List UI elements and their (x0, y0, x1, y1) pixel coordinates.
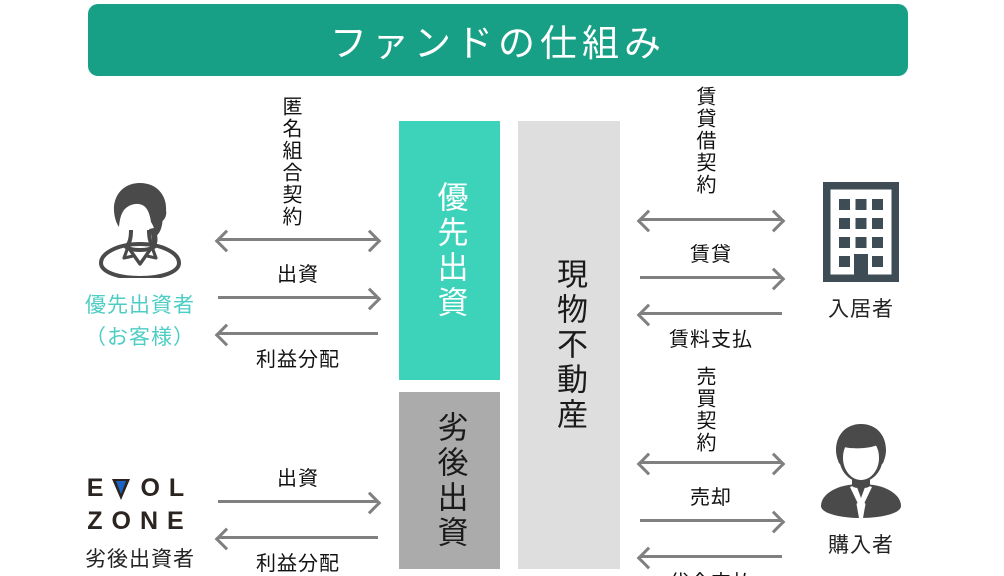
flow-label-sales-contract: 売買契約 (693, 366, 715, 454)
arrowhead-right-icon (358, 229, 382, 252)
flow-arrow-lease-agreement (636, 209, 786, 232)
businessman-avatar-icon (811, 418, 911, 523)
flow-label-profit-distribution-sub: 利益分配 (256, 553, 340, 575)
actor-senior-investor-sublabel: （お客様） (85, 326, 195, 349)
flow-label-rental: 賃貸 (690, 244, 732, 266)
evol-letter-v-triangle-icon (112, 476, 131, 501)
apartment-building-icon (821, 180, 901, 287)
arrowhead-left-icon (636, 209, 660, 232)
flow-arrow-rental: 賃貸 (640, 244, 786, 290)
flow-label-sale: 売却 (690, 487, 732, 509)
flow-label-profit-distribution: 利益分配 (256, 349, 340, 371)
evol-letter-e: E (86, 474, 113, 502)
flow-label-lease-agreement: 賃貸借契約 (693, 86, 715, 196)
flow-arrow-sale: 売却 (640, 487, 786, 533)
flow-arrow-investment: 出資 (218, 264, 382, 310)
woman-avatar-icon (88, 178, 192, 283)
fund-box-property-label: 現物不動産 (551, 257, 587, 433)
actor-senior-investor-label: 優先出資者 (85, 294, 195, 317)
arrowhead-left-icon (214, 229, 238, 252)
flow-arrow-profit-distribution-sub: 利益分配 (214, 527, 378, 575)
arrowhead-right-icon (358, 287, 382, 310)
actor-tenant: 入居者 (786, 180, 936, 323)
evolzone-logo: E OL ZONE (87, 476, 193, 534)
fund-box-senior-label: 優先出資 (432, 180, 468, 321)
arrowhead-right-icon (762, 510, 786, 533)
actor-buyer-label: 購入者 (828, 534, 894, 557)
flow-arrow-rent-payment: 賃料支払 (636, 303, 782, 351)
flow-label-anonymous-partnership-agreement: 匿名組合契約 (279, 96, 301, 228)
flow-arrow-sales-contract (636, 452, 786, 475)
page-title: ファンドの仕組み (330, 23, 666, 64)
fund-box-subordinate-investment: 劣後出資 (399, 392, 500, 569)
flow-label-price-payment: 代金支払 (640, 566, 782, 576)
actor-tenant-label: 入居者 (828, 298, 894, 321)
flow-arrow-price-payment: 代金支払 (636, 546, 782, 576)
arrowhead-right-icon (762, 267, 786, 290)
actor-buyer: 購入者 (786, 418, 936, 559)
arrowhead-right-icon (762, 209, 786, 232)
actor-senior-investor: 優先出資者 （お客様） (64, 178, 216, 351)
evolzone-logo-line-1: E OL (87, 476, 193, 501)
flow-label-investment: 出資 (277, 264, 319, 286)
arrowhead-right-icon (762, 452, 786, 475)
actor-subordinate-investor: E OL ZONE 劣後出資者 (64, 476, 216, 573)
evol-letters-ol: OL (140, 474, 194, 502)
arrowhead-right-icon (358, 491, 382, 514)
flow-label-rent-payment: 賃料支払 (669, 329, 753, 351)
flow-arrow-investment-sub: 出資 (218, 468, 382, 514)
fund-box-physical-real-estate: 現物不動産 (518, 121, 620, 569)
arrowhead-left-icon (636, 452, 660, 475)
page-title-banner: ファンドの仕組み (88, 4, 908, 76)
flow-label-investment-sub: 出資 (277, 468, 319, 490)
fund-box-senior-investment: 優先出資 (399, 121, 500, 380)
flow-arrow-profit-distribution: 利益分配 (214, 323, 378, 371)
fund-box-subordinate-label: 劣後出資 (432, 410, 468, 551)
actor-subordinate-investor-label: 劣後出資者 (85, 548, 195, 571)
evolzone-logo-line-2: ZONE (87, 507, 193, 535)
flow-arrow-anonymous-partnership-agreement (214, 229, 382, 252)
